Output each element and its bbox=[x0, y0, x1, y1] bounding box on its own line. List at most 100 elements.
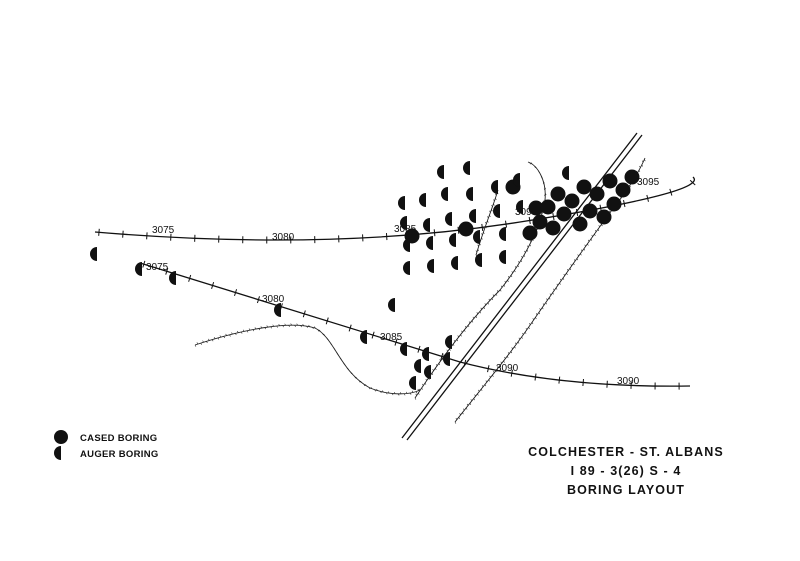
ledge-hatch bbox=[340, 358, 342, 361]
auger-boring bbox=[360, 330, 367, 344]
ledge-hatch bbox=[480, 307, 483, 310]
ledge-hatch bbox=[237, 330, 239, 333]
ledge-hatch bbox=[337, 353, 339, 356]
auger-boring bbox=[441, 187, 448, 201]
ledge-hatch bbox=[326, 337, 328, 340]
ledge-hatch bbox=[496, 290, 499, 293]
auger-boring bbox=[491, 180, 498, 194]
ledge-hatch bbox=[464, 325, 467, 328]
ledge-hatch bbox=[639, 165, 641, 168]
ledge-hatch bbox=[514, 270, 516, 273]
auger-boring bbox=[422, 347, 429, 361]
cased-boring bbox=[606, 196, 622, 212]
ledge-hatch bbox=[641, 160, 644, 163]
ledge-hatch bbox=[491, 298, 494, 301]
title-line-3: BORING LAYOUT bbox=[567, 483, 685, 497]
ledge-hatch bbox=[590, 238, 593, 241]
auger-boring bbox=[398, 196, 405, 210]
ledge-hatch bbox=[601, 224, 603, 227]
ledge-hatch bbox=[355, 376, 358, 379]
ledge-hatch bbox=[469, 403, 472, 405]
ledge-hatch bbox=[518, 337, 521, 340]
ledge-hatch bbox=[465, 407, 468, 410]
ledge-hatch bbox=[535, 166, 537, 169]
ledge-hatch bbox=[495, 193, 497, 196]
ledge-hatch bbox=[544, 193, 547, 196]
ledge-hatch bbox=[300, 325, 302, 328]
ledge-hatch bbox=[456, 339, 459, 342]
ledge-hatch bbox=[560, 278, 562, 281]
ledge-hatch bbox=[538, 312, 541, 315]
ledge-hatch bbox=[480, 389, 483, 391]
ledge-hatch bbox=[452, 344, 455, 346]
ledge-hatch bbox=[438, 363, 441, 366]
legend-auger-label: AUGER BORING bbox=[80, 449, 159, 460]
ledge-hatch bbox=[542, 182, 545, 185]
ledge-hatch bbox=[488, 379, 490, 382]
ledge-hatch bbox=[393, 391, 396, 394]
ledge-hatch bbox=[409, 392, 412, 395]
ledge-hatch bbox=[629, 185, 631, 188]
auger-boring bbox=[473, 230, 480, 244]
ledge-hatch bbox=[507, 352, 510, 354]
cased-boring-symbol bbox=[54, 430, 68, 444]
auger-boring bbox=[445, 335, 452, 349]
ledge-hatch bbox=[219, 335, 222, 338]
auger-boring bbox=[475, 253, 482, 267]
ledge-hatch bbox=[240, 331, 243, 334]
ledge-hatch bbox=[545, 302, 547, 305]
ledge-hatch bbox=[365, 384, 367, 387]
station-tick bbox=[325, 317, 329, 325]
ledge-hatch bbox=[527, 245, 529, 248]
station-tick bbox=[457, 226, 460, 234]
ledge-hatch bbox=[507, 280, 509, 282]
title-line-2: I 89 - 3(26) S - 4 bbox=[571, 464, 682, 478]
ledge-hatch bbox=[493, 199, 495, 202]
ledge-hatch bbox=[517, 265, 519, 268]
ledge-hatch bbox=[458, 417, 460, 420]
ledge-hatch bbox=[391, 393, 394, 396]
ledge-hatch bbox=[463, 408, 465, 411]
ledge-hatch bbox=[278, 324, 280, 326]
auger-boring bbox=[493, 204, 500, 218]
station-tick bbox=[558, 376, 561, 384]
station-tick bbox=[302, 310, 306, 318]
ledge-hatch bbox=[487, 216, 489, 219]
ledge-hatch bbox=[489, 210, 491, 213]
auger-boring bbox=[414, 359, 421, 373]
ledge-hatch bbox=[308, 324, 310, 327]
ledge-hatch bbox=[296, 323, 298, 326]
ledge-hatch bbox=[223, 336, 225, 339]
ledge-hatch bbox=[641, 164, 643, 167]
ledge-hatch bbox=[206, 341, 208, 344]
station-tick bbox=[575, 208, 579, 217]
ledge-hatch bbox=[235, 333, 237, 336]
ledge-hatch bbox=[322, 333, 324, 336]
auger-boring bbox=[90, 247, 97, 261]
ledge-hatch bbox=[254, 327, 257, 330]
station-label: 3085 bbox=[380, 332, 403, 343]
ledge-hatch bbox=[231, 332, 233, 335]
ledge-hatch bbox=[541, 176, 543, 179]
legend-cased-label: CASED BORING bbox=[80, 433, 158, 444]
ledge-boundary-lines bbox=[194, 157, 646, 424]
ledge-hatch bbox=[528, 327, 530, 330]
cased-boring bbox=[576, 179, 592, 195]
auger-boring bbox=[499, 227, 506, 241]
ledge-hatch bbox=[523, 254, 526, 257]
ledge-hatch bbox=[374, 389, 376, 392]
ledge-hatch bbox=[544, 194, 546, 197]
auger-boring bbox=[400, 216, 407, 230]
station-tick bbox=[505, 220, 508, 228]
ledge-hatch bbox=[270, 326, 272, 329]
ledge-hatch bbox=[414, 397, 417, 400]
ledge-hatch bbox=[474, 394, 476, 397]
ledge-hatch bbox=[521, 336, 523, 339]
ledge-hatch bbox=[539, 308, 541, 311]
ledge-hatch bbox=[317, 329, 320, 332]
ledge-hatch bbox=[495, 198, 497, 200]
ledge-hatch bbox=[487, 302, 490, 305]
auger-boring bbox=[409, 376, 416, 390]
ledge-hatch bbox=[529, 323, 531, 325]
cased-boring bbox=[564, 193, 580, 209]
